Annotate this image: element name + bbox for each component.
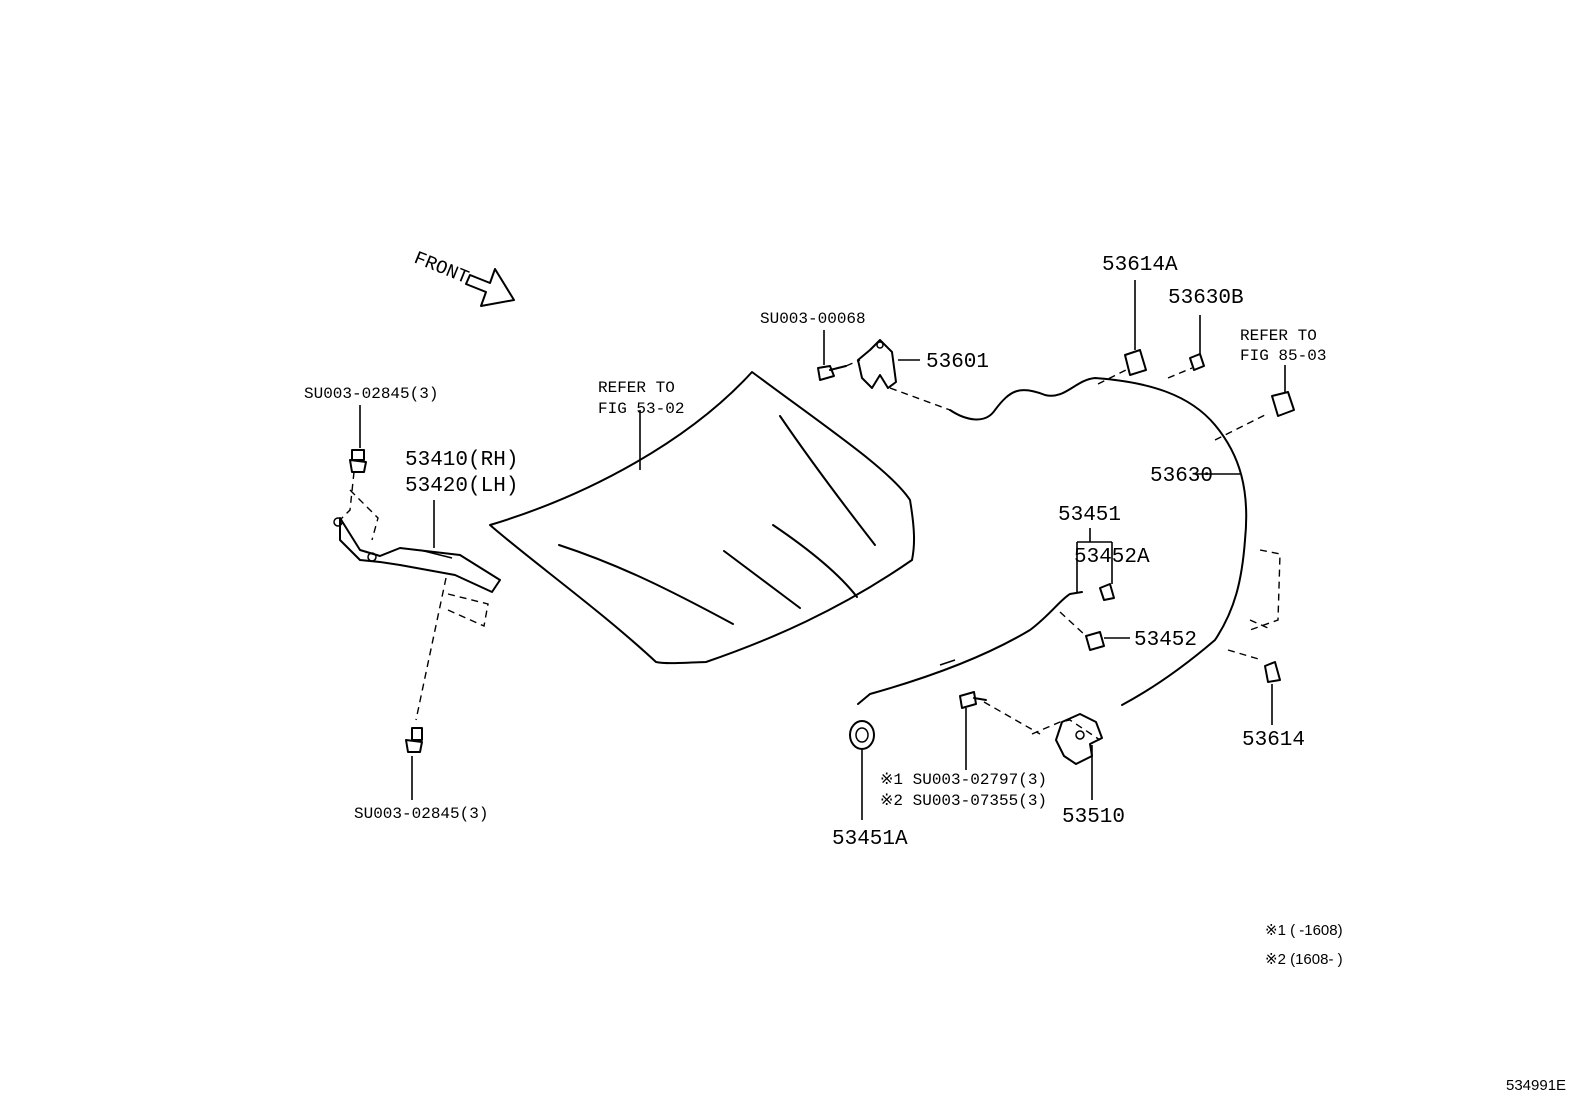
footnote-2: ※2 (1608- ) (1265, 951, 1343, 968)
lock-label: 53510 (1062, 806, 1125, 829)
hood-hinge: 53410(RH) 53420(LH) (333, 449, 518, 721)
clamp-b-label: 53630B (1168, 287, 1244, 310)
clamp-a-label: 53614A (1102, 254, 1178, 277)
lock-bolt-1-label: ※1 SU003-02797(3) (880, 771, 1047, 789)
clamp-label: 53614 (1242, 729, 1305, 752)
hood-panel: REFER TO FIG 53-02 (489, 371, 916, 665)
cushion-label: 53451A (832, 828, 908, 851)
cable-refer-line2: FIG 85-03 (1240, 347, 1326, 365)
cable-label: 53630 (1150, 465, 1213, 488)
hinge-bolt-lower: SU003-02845(3) (354, 727, 488, 823)
cable-grommet (1271, 365, 1295, 417)
footnote-1: ※1 ( -1608) (1265, 922, 1343, 939)
bolt-lever-label: SU003-00068 (760, 310, 866, 328)
front-arrow-icon (465, 268, 515, 307)
hinge-bolt-upper: SU003-02845(3) (304, 385, 438, 473)
hinge-rh-label: 53410(RH) (405, 449, 518, 472)
bolt-hinge-upper-label: SU003-02845(3) (304, 385, 438, 403)
figure-id: 534991E (1506, 1077, 1566, 1094)
hinge-lh-label: 53420(LH) (405, 475, 518, 498)
clamp-53614a: 53614A (1102, 254, 1178, 376)
support-rod-label: 53451 (1058, 504, 1121, 527)
front-label: FRONT (411, 247, 472, 289)
rod-holder-label: 53452 (1134, 629, 1197, 652)
clamp-53614: 53614 (1242, 661, 1305, 752)
lever-label: 53601 (926, 351, 989, 374)
rod-holder-a-label: 53452A (1074, 546, 1150, 569)
cable-refer-line1: REFER TO (1240, 327, 1317, 345)
hood-lock: 53510 ※1 SU003-02797(3) ※2 SU003-07355(3… (880, 691, 1125, 829)
front-direction-indicator: FRONT (411, 247, 515, 307)
hood-refer-line2: FIG 53-02 (598, 400, 684, 418)
cushion-53451a: 53451A (832, 720, 908, 851)
release-lever: 53601 SU003-00068 (760, 310, 989, 411)
hood-refer-line1: REFER TO (598, 379, 675, 397)
clamp-53630b: 53630B (1168, 287, 1244, 371)
bolt-hinge-lower-label: SU003-02845(3) (354, 805, 488, 823)
release-cable: 53630 REFER TO FIG 85-03 (949, 327, 1326, 706)
hood-support-rod: 53451 53452A 53452 (857, 504, 1197, 705)
lock-bolt-2-label: ※2 SU003-07355(3) (880, 792, 1047, 810)
